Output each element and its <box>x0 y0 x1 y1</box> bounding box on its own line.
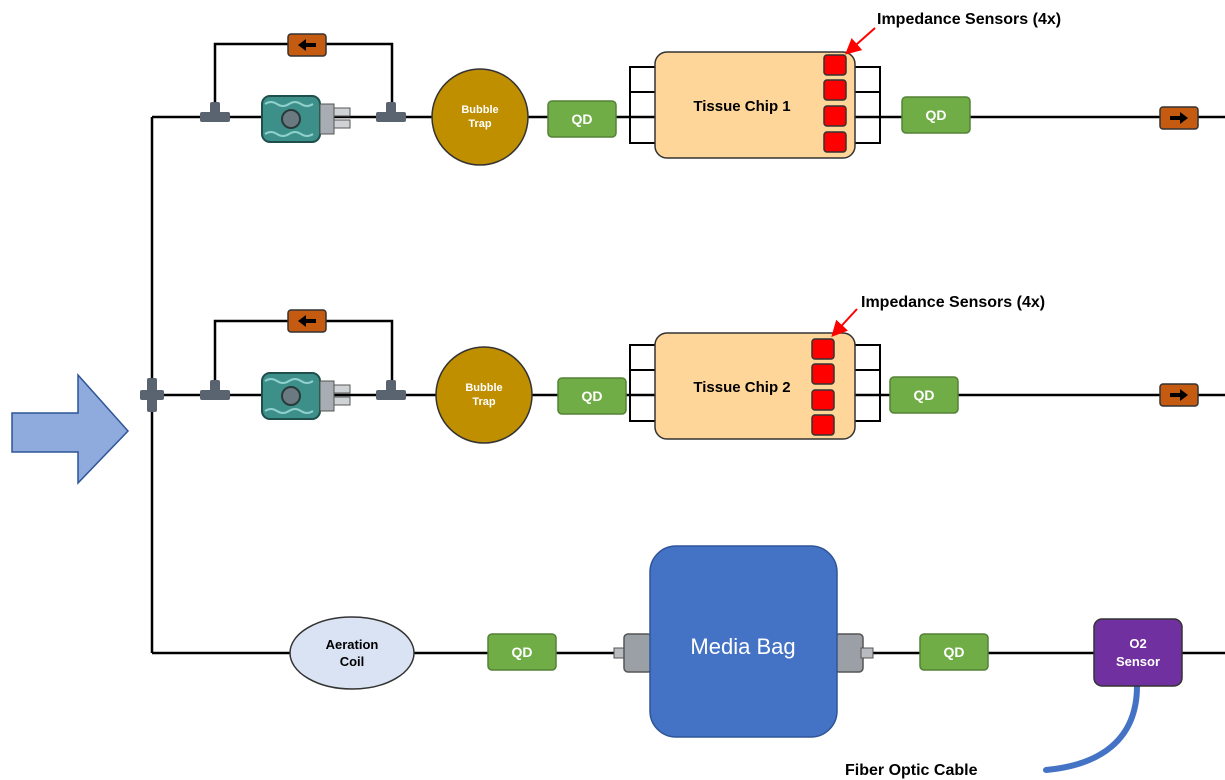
bubble-trap-1-label-line2: Trap <box>468 118 492 130</box>
row-3: Aeration Coil QD Media Bag QD O2 <box>152 545 1225 779</box>
quick-disconnect-3b: QD <box>919 633 989 671</box>
pump-icon <box>261 95 351 143</box>
tissue-chip-1: Tissue Chip 1 <box>654 51 856 159</box>
tee-fitting <box>140 378 406 412</box>
row-1: Bubble Trap QD Tissue Chip 1 <box>152 11 1225 166</box>
o2-sensor-label-line2: Sensor <box>1116 654 1160 669</box>
media-bag: Media Bag <box>649 545 838 738</box>
pump-icon <box>261 372 351 420</box>
tissue-chip-1-label: Tissue Chip 1 <box>693 98 790 115</box>
impedance-sensor-array <box>811 338 835 436</box>
bubble-trap-1: Bubble Trap <box>431 68 529 166</box>
quick-disconnect-1a: QD <box>547 100 617 138</box>
impedance-leader-arrow <box>831 308 858 337</box>
quick-disconnect-3a: QD <box>487 633 557 671</box>
qd-label: QD <box>944 644 965 660</box>
tee-fitting <box>200 102 406 122</box>
impedance-sensors-label-2: Impedance Sensors (4x) <box>861 294 1045 311</box>
o2-sensor: O2 Sensor <box>1093 618 1183 687</box>
tissue-chip-2: Tissue Chip 2 <box>654 332 856 440</box>
fiber-optic-cable <box>1043 683 1140 773</box>
row-2: Bubble Trap QD Tissue Chip 2 <box>140 294 1225 444</box>
inflow-arrow <box>11 373 130 485</box>
qd-label: QD <box>582 388 603 404</box>
check-valve-icon <box>1159 383 1199 407</box>
media-bag-port-left <box>613 633 653 673</box>
bubble-trap-2: Bubble Trap <box>435 346 533 444</box>
check-valve-icon <box>287 33 327 57</box>
impedance-sensor-array <box>823 54 847 153</box>
media-bag-label: Media Bag <box>690 634 795 659</box>
qd-label: QD <box>914 387 935 403</box>
impedance-sensors-label-1: Impedance Sensors (4x) <box>877 11 1061 28</box>
media-bag-port-right <box>834 633 874 673</box>
bubble-trap-2-label-line2: Trap <box>472 396 496 408</box>
bubble-trap-2-label-line1: Bubble <box>465 382 502 394</box>
quick-disconnect-1b: QD <box>901 96 971 134</box>
qd-label: QD <box>926 107 947 123</box>
qd-label: QD <box>512 644 533 660</box>
o2-sensor-label-line1: O2 <box>1129 636 1146 651</box>
check-valve-icon <box>287 309 327 333</box>
bubble-trap-1-label-line1: Bubble <box>461 104 498 116</box>
fiber-optic-cable-label: Fiber Optic Cable <box>845 762 978 779</box>
qd-label: QD <box>572 111 593 127</box>
check-valve-icon <box>1159 106 1199 130</box>
quick-disconnect-2a: QD <box>557 377 627 415</box>
aeration-coil: Aeration Coil <box>289 616 415 690</box>
impedance-leader-arrow <box>845 27 876 55</box>
aeration-coil-label-line1: Aeration <box>326 637 379 652</box>
aeration-coil-label-line2: Coil <box>340 654 365 669</box>
tissue-chip-2-label: Tissue Chip 2 <box>693 379 790 396</box>
quick-disconnect-2b: QD <box>889 376 959 414</box>
